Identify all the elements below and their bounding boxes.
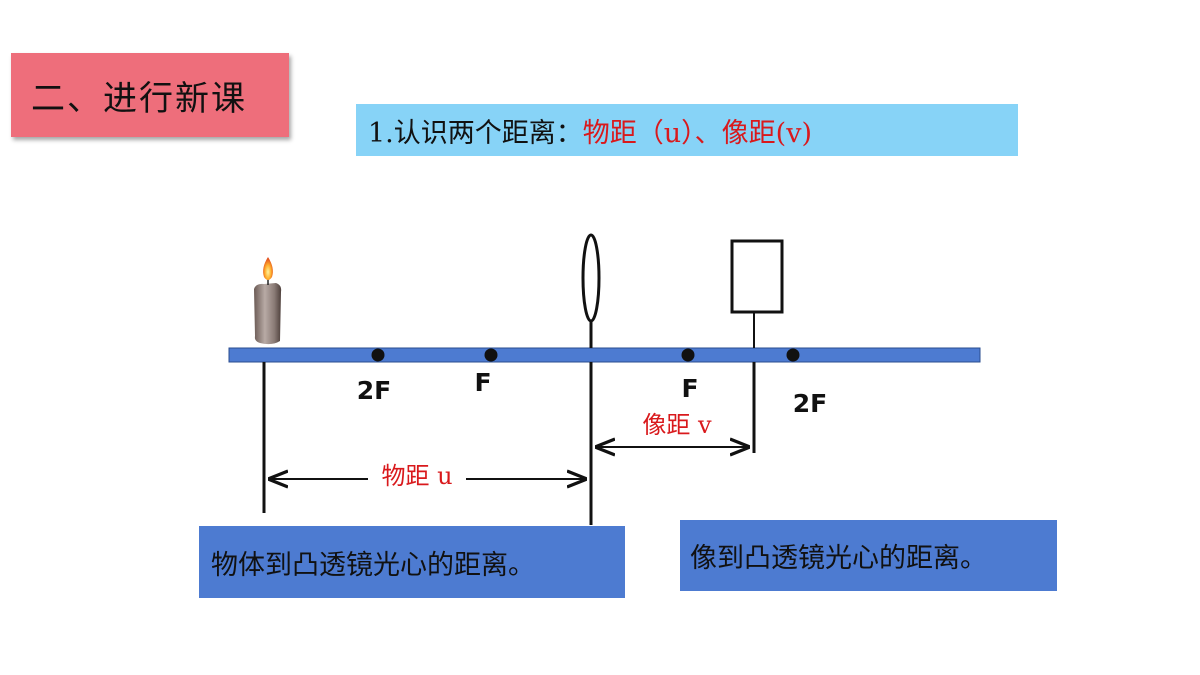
image-distance-label: 像距 v (642, 411, 712, 439)
image-distance-definition: 像到凸透镜光心的距离。 (690, 543, 987, 574)
left-2f-point (371, 348, 385, 362)
object-distance-label: 物距 u (381, 462, 452, 490)
left-f-point (484, 348, 498, 362)
right-2f-point (786, 348, 800, 362)
convex-lens-icon (581, 233, 601, 323)
label-right-f: F (681, 374, 698, 403)
image-screen-icon (730, 239, 784, 314)
optical-axis (228, 347, 981, 363)
image-distance-definition-box: 像到凸透镜光心的距离。 (680, 520, 1057, 591)
label-left-f: F (474, 368, 491, 397)
label-left-2f: 2F (357, 376, 391, 405)
label-right-2f: 2F (793, 389, 827, 418)
candle-icon (254, 257, 282, 345)
heading-highlight: 物距（u）、像距(v) (582, 117, 812, 149)
right-f-point (681, 348, 695, 362)
object-distance-definition-box: 物体到凸透镜光心的距离。 (199, 526, 625, 598)
object-distance-definition: 物体到凸透镜光心的距离。 (211, 549, 535, 581)
object-distance-label-bg (368, 462, 466, 492)
heading-prefix: 1.认识两个距离： (368, 117, 583, 149)
heading-box: 1.认识两个距离： 物距（u）、像距(v) (356, 104, 1018, 156)
section-title-box: 二、进行新课 (11, 53, 289, 137)
section-title: 二、进行新课 (31, 78, 247, 119)
